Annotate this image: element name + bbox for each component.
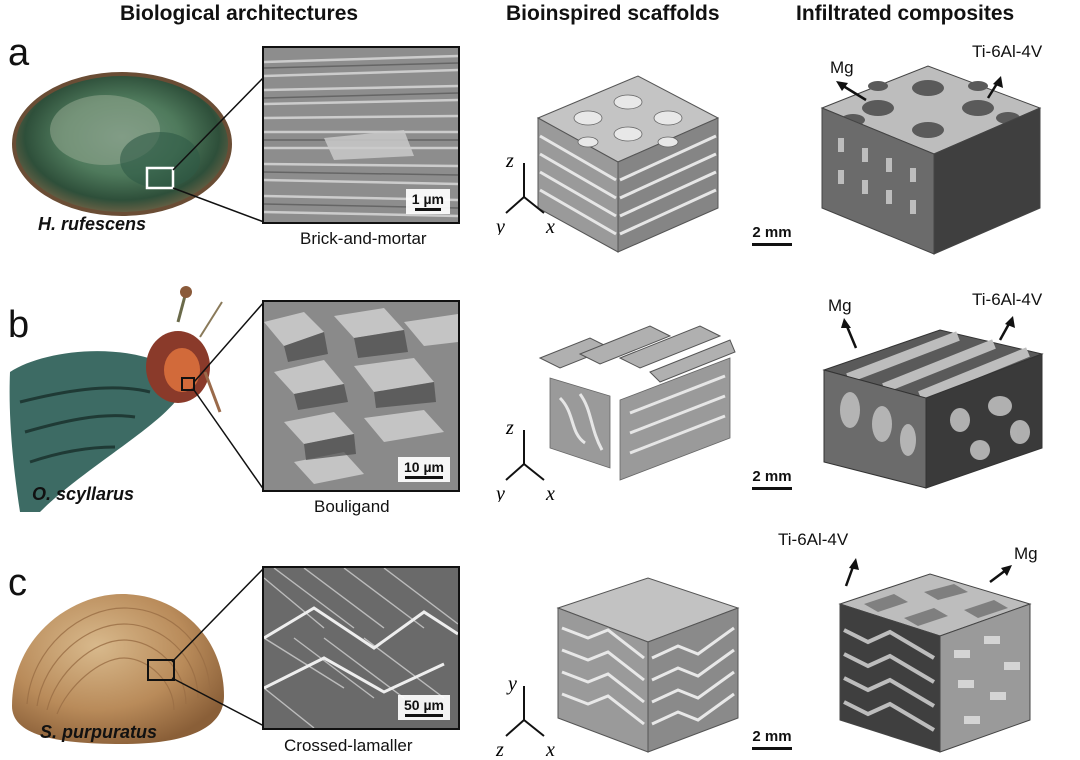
material-arrows-c [844, 558, 1012, 587]
row-letter-b: b [8, 304, 30, 346]
zoom-lines-c [171, 567, 265, 727]
material-label-ti-b: Ti-6Al-4V [972, 290, 1043, 309]
scale-mm-label-a: 2 mm [752, 224, 792, 241]
material-label-mg-c: Mg [1014, 544, 1038, 563]
row-letter-a: a [8, 32, 30, 74]
shrimp-region-box [181, 377, 195, 391]
scale-bar-mm-c: 2 mm [752, 728, 792, 750]
header-infiltrated-composites: Infiltrated composites [796, 2, 1015, 25]
scale-bar-b: 10 µm [398, 457, 450, 482]
scaffold-bouligand [538, 325, 736, 481]
clam-shell-image [12, 594, 224, 744]
axis-z-a: z [505, 150, 514, 172]
abalone-shell-image [12, 72, 232, 216]
scale-bar-a: 1 µm [405, 189, 450, 214]
zoom-lines-b [193, 301, 265, 491]
composite-bouligand [822, 329, 1044, 489]
clam-region-box [147, 659, 175, 681]
scale-bar-mm-a: 2 mm [752, 224, 792, 246]
sem-image-bouligand: 10 µm [262, 300, 460, 492]
scale-mm-label-c: 2 mm [752, 728, 792, 745]
axis-y-a: y [494, 216, 505, 235]
scale-mm-label-b: 2 mm [752, 468, 792, 485]
scale-bar-mm-b: 2 mm [752, 468, 792, 490]
header-biological-architectures: Biological architectures [120, 2, 359, 25]
axis-y-b: y [494, 483, 505, 502]
material-label-ti-c: Ti-6Al-4V [778, 530, 849, 549]
zoom-lines-a [172, 76, 265, 223]
material-label-ti-a: Ti-6Al-4V [972, 42, 1043, 61]
axis-triad-b: z y x [494, 417, 555, 502]
sem-image-brick-and-mortar: 1 µm [262, 46, 460, 224]
species-label-b: O. scyllarus [32, 484, 135, 504]
scaffold-crossed-lamaller [556, 577, 740, 753]
axis-z-b: z [505, 417, 514, 439]
axis-triad-c: y z x [495, 673, 555, 758]
row-letter-c: c [8, 562, 27, 604]
scaffold-brick-and-mortar [536, 75, 720, 253]
axis-z-c: z [495, 739, 504, 758]
structure-caption-b: Bouligand [314, 497, 390, 516]
axis-x-c: x [545, 739, 555, 758]
sem-image-crossed-lamaller: 50 µm [262, 566, 460, 730]
scale-label-b: 10 µm [404, 459, 444, 475]
mantis-shrimp-image [9, 286, 223, 512]
composite-brick-and-mortar [820, 65, 1042, 255]
material-arrows-b [841, 316, 1015, 349]
material-arrows-a [836, 76, 1003, 102]
structure-caption-a: Brick-and-mortar [300, 229, 427, 248]
axis-triad-a: z y x [494, 150, 555, 235]
axis-x-b: x [545, 483, 555, 502]
structure-caption-c: Crossed-lamaller [284, 736, 413, 755]
header-bioinspired-scaffolds: Bioinspired scaffolds [506, 2, 720, 25]
abalone-region-box [145, 166, 175, 190]
composite-crossed-lamaller [838, 573, 1032, 753]
species-label-c: S. purpuratus [40, 722, 158, 742]
axis-y-c: y [506, 673, 517, 695]
material-label-mg-b: Mg [828, 296, 852, 315]
scale-label-a: 1 µm [411, 191, 444, 207]
scale-label-c: 50 µm [404, 697, 444, 713]
scale-bar-c: 50 µm [398, 695, 450, 720]
material-label-mg-a: Mg [830, 58, 854, 77]
axis-x-a: x [545, 216, 555, 235]
species-label-a: H. rufescens [38, 214, 147, 234]
